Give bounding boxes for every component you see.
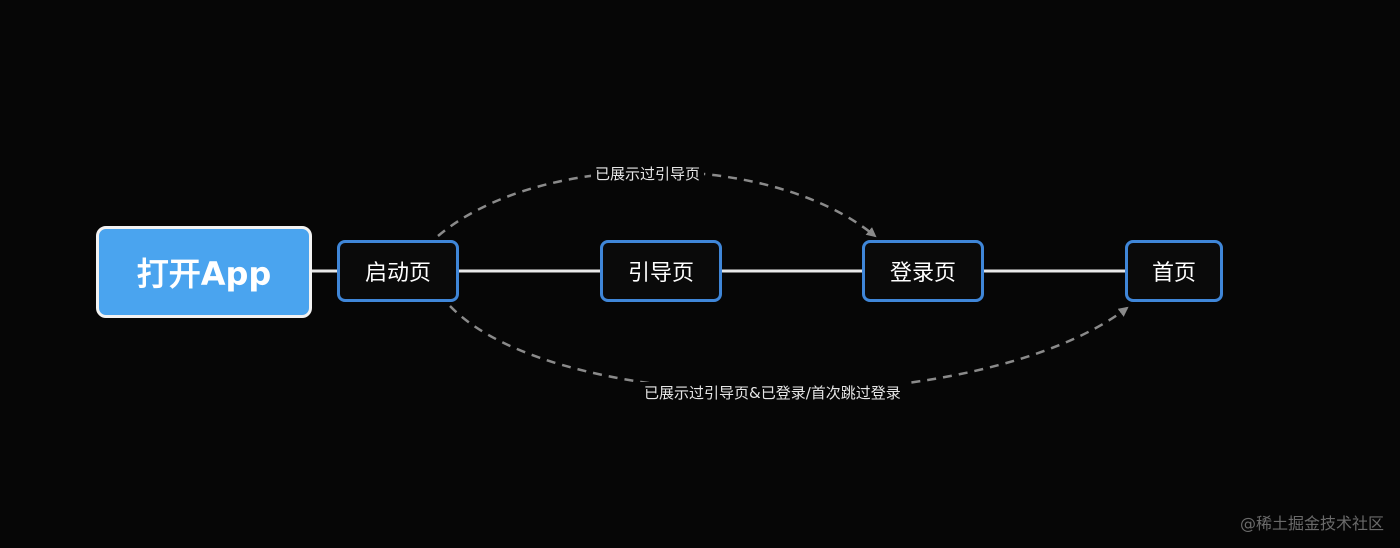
- watermark: @稀土掘金技术社区: [1239, 514, 1384, 533]
- edge-label-bottom: 已展示过引导页&已登录/首次跳过登录: [640, 382, 905, 403]
- node-login-page: 登录页: [862, 240, 984, 302]
- node-open-app: 打开App: [96, 226, 312, 318]
- node-home-page: 首页: [1125, 240, 1223, 302]
- dashed-arc-splash-to-home: [449, 305, 1129, 393]
- node-guide-page: 引导页: [600, 240, 722, 302]
- node-splash-page: 启动页: [337, 240, 459, 302]
- edge-label-top: 已展示过引导页: [591, 163, 705, 184]
